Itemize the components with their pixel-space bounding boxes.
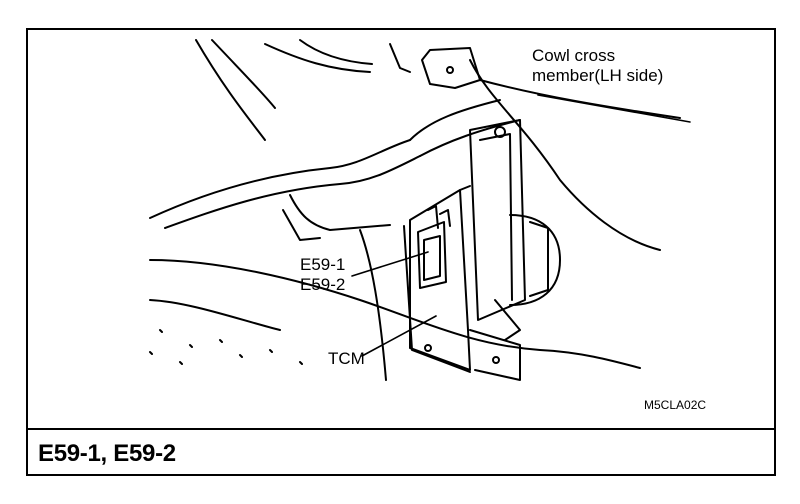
tcm-module bbox=[403, 185, 471, 373]
wiring-harness bbox=[149, 59, 661, 251]
side-bracket bbox=[494, 214, 561, 341]
tcm-label: TCM bbox=[328, 349, 365, 368]
figure-frame bbox=[26, 28, 776, 476]
caption-divider bbox=[26, 428, 776, 430]
cowl-cross-member bbox=[469, 119, 526, 381]
cowl-label-line1: Cowl cross bbox=[532, 46, 616, 65]
cowl-cross-member-label: Cowl cross member(LH side) bbox=[532, 46, 663, 86]
figure-caption: E59-1, E59-2 bbox=[38, 440, 176, 467]
cowl-leader-line bbox=[537, 94, 691, 123]
figure-code: M5CLA02C bbox=[644, 398, 707, 412]
floor-carpet bbox=[149, 229, 641, 381]
e59-leader-line bbox=[351, 251, 429, 277]
tcm-leader-line bbox=[361, 315, 437, 357]
dashboard-outline bbox=[195, 39, 681, 141]
connector-label-e59-1: E59-1 bbox=[300, 255, 346, 274]
connector-labels: E59-1 E59-2 bbox=[300, 255, 345, 295]
tcm-connectors bbox=[417, 205, 451, 289]
cowl-label-line2: member(LH side) bbox=[532, 66, 664, 85]
leader-lines bbox=[351, 94, 691, 357]
connector-label-e59-2: E59-2 bbox=[300, 275, 346, 294]
